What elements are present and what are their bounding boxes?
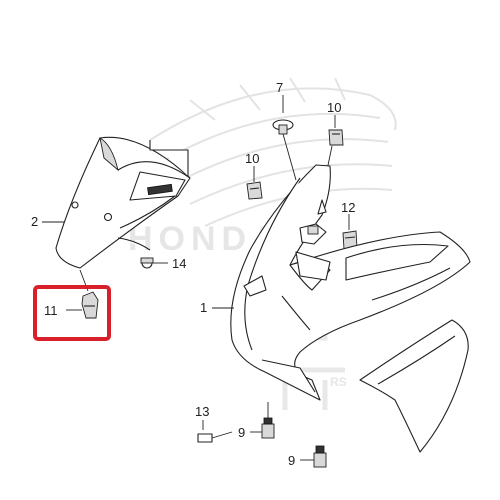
part-9-bolt-lower xyxy=(300,445,327,468)
callout-10-left: 10 xyxy=(245,151,259,166)
callout-14: 14 xyxy=(172,256,186,271)
callout-2: 2 xyxy=(31,214,38,229)
callout-13: 13 xyxy=(195,404,209,419)
highlight-box-part-11 xyxy=(33,285,111,341)
callout-10-upper: 10 xyxy=(327,100,341,115)
part-12-clip xyxy=(342,214,358,250)
callout-1: 1 xyxy=(200,300,207,315)
part-14-screw xyxy=(140,257,168,269)
callout-9-lower: 9 xyxy=(288,453,295,468)
part-1-front-cowl xyxy=(230,164,471,401)
part-10-clip-nut-left xyxy=(246,166,263,200)
part-11-clip xyxy=(66,269,99,319)
callout-11: 11 xyxy=(44,303,58,318)
part-9-bolt-upper xyxy=(250,402,275,439)
part-2-windscreen xyxy=(55,136,191,269)
callout-12: 12 xyxy=(341,200,355,215)
callout-9-upper: 9 xyxy=(238,425,245,440)
side-panel xyxy=(359,319,469,453)
callout-7: 7 xyxy=(276,80,283,95)
part-7-screw xyxy=(272,95,297,181)
watermark-text: RS xyxy=(330,375,347,389)
part-13-bolt xyxy=(197,420,233,443)
